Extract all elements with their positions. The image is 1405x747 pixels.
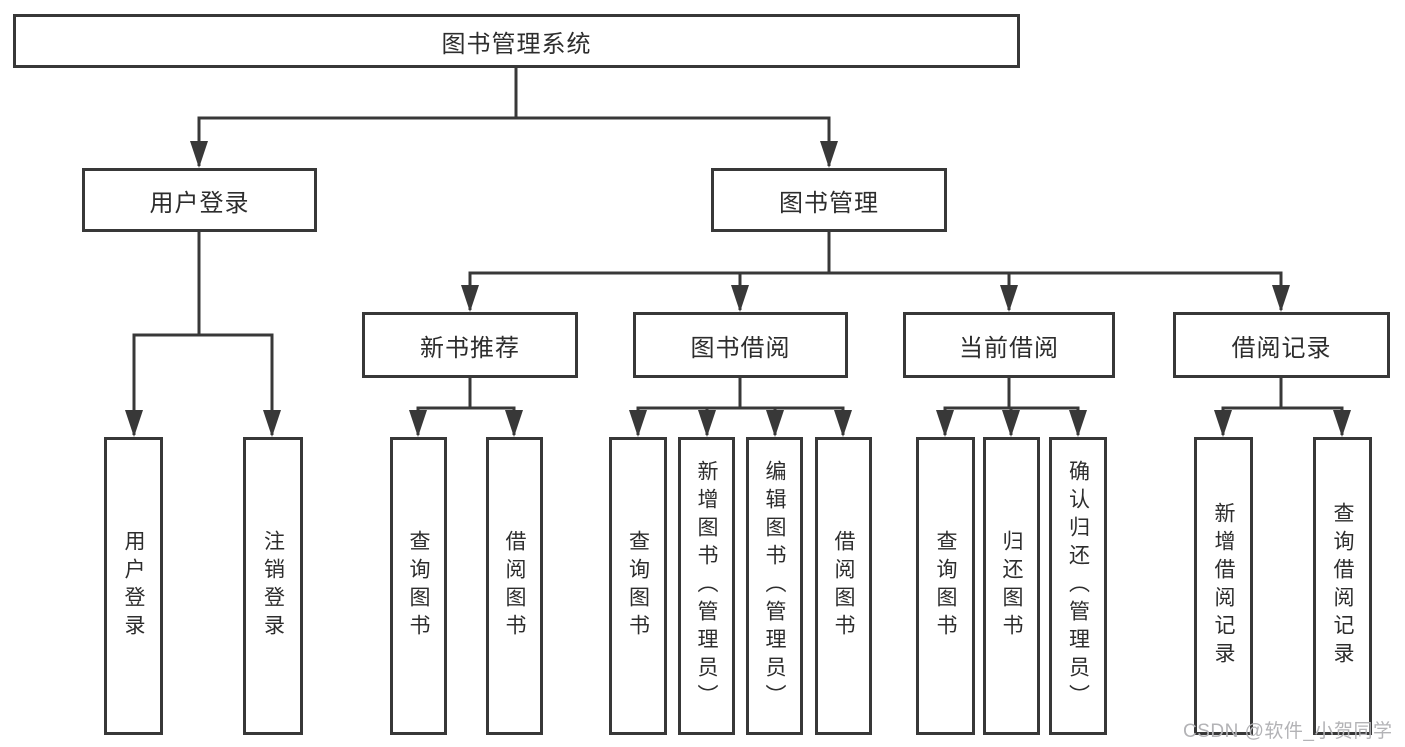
arrow-down-icon	[834, 410, 852, 437]
node-bb-add-books-admin: 新增图书（管理员）	[678, 437, 735, 735]
node-user-login-label: 用户登录	[149, 189, 250, 217]
arrow-down-icon	[461, 285, 479, 312]
node-borrow-records: 借阅记录	[1173, 312, 1390, 378]
node-new-book-recommend-label: 新书推荐	[420, 334, 520, 362]
node-nbr-borrow-books-label: 借阅图书	[503, 530, 526, 642]
node-current-borrow: 当前借阅	[903, 312, 1115, 378]
node-nbr-query-books-label: 查询图书	[407, 530, 430, 642]
node-book-management: 图书管理	[711, 168, 947, 232]
arrow-down-icon	[1333, 410, 1351, 437]
node-book-management-label: 图书管理	[779, 189, 879, 217]
node-br-add-record: 新增借阅记录	[1194, 437, 1253, 735]
node-user-login-leaf: 用户登录	[104, 437, 163, 735]
arrow-down-icon	[766, 410, 784, 437]
arrow-down-icon	[505, 410, 523, 437]
node-root: 图书管理系统	[13, 14, 1020, 68]
node-root-label: 图书管理系统	[441, 30, 592, 58]
arrow-down-icon	[629, 410, 647, 437]
node-logout-leaf: 注销登录	[243, 437, 303, 735]
node-book-borrow: 图书借阅	[633, 312, 848, 378]
node-bb-edit-books-admin-label: 编辑图书（管理员）	[763, 460, 786, 712]
connector-segments	[132, 68, 1344, 435]
node-cb-query-books-label: 查询图书	[934, 530, 957, 642]
arrow-down-icon	[125, 410, 143, 437]
node-cb-confirm-return-admin: 确认归还（管理员）	[1049, 437, 1107, 735]
node-br-query-record: 查询借阅记录	[1313, 437, 1372, 735]
arrow-down-icon	[263, 410, 281, 437]
arrow-down-icon	[1069, 410, 1087, 437]
node-cb-query-books: 查询图书	[916, 437, 975, 735]
arrow-down-icon	[1002, 410, 1020, 437]
node-new-book-recommend: 新书推荐	[362, 312, 578, 378]
arrow-down-icon	[820, 141, 838, 168]
node-cb-return-books-label: 归还图书	[1000, 530, 1023, 642]
node-cb-confirm-return-admin-label: 确认归还（管理员）	[1066, 460, 1090, 712]
node-cb-return-books: 归还图书	[983, 437, 1040, 735]
node-bb-query-books: 查询图书	[609, 437, 667, 735]
node-logout-leaf-label: 注销登录	[261, 530, 285, 642]
arrow-down-icon	[409, 410, 427, 437]
arrow-down-icon	[936, 410, 954, 437]
node-borrow-records-label: 借阅记录	[1231, 334, 1332, 362]
node-bb-query-books-label: 查询图书	[626, 530, 650, 642]
node-user-login-leaf-label: 用户登录	[122, 530, 145, 642]
node-current-borrow-label: 当前借阅	[959, 334, 1059, 362]
arrow-down-icon	[190, 141, 208, 168]
arrow-down-icon	[1000, 285, 1018, 312]
node-user-login: 用户登录	[82, 168, 317, 232]
arrow-down-icon	[698, 410, 716, 437]
node-bb-add-books-admin-label: 新增图书（管理员）	[695, 460, 718, 712]
arrow-down-icon	[1214, 410, 1232, 437]
node-br-add-record-label: 新增借阅记录	[1212, 502, 1235, 670]
node-nbr-query-books: 查询图书	[390, 437, 447, 735]
node-book-borrow-label: 图书借阅	[690, 334, 791, 362]
csdn-watermark: CSDN @软件_小贺同学	[1183, 721, 1393, 742]
arrowheads	[125, 141, 1351, 437]
arrow-down-icon	[731, 285, 749, 312]
node-nbr-borrow-books: 借阅图书	[486, 437, 543, 735]
node-br-query-record-label: 查询借阅记录	[1331, 502, 1354, 670]
node-bb-edit-books-admin: 编辑图书（管理员）	[746, 437, 803, 735]
arrow-down-icon	[1272, 285, 1290, 312]
node-bb-borrow-books-label: 借阅图书	[832, 530, 855, 642]
node-bb-borrow-books: 借阅图书	[815, 437, 872, 735]
